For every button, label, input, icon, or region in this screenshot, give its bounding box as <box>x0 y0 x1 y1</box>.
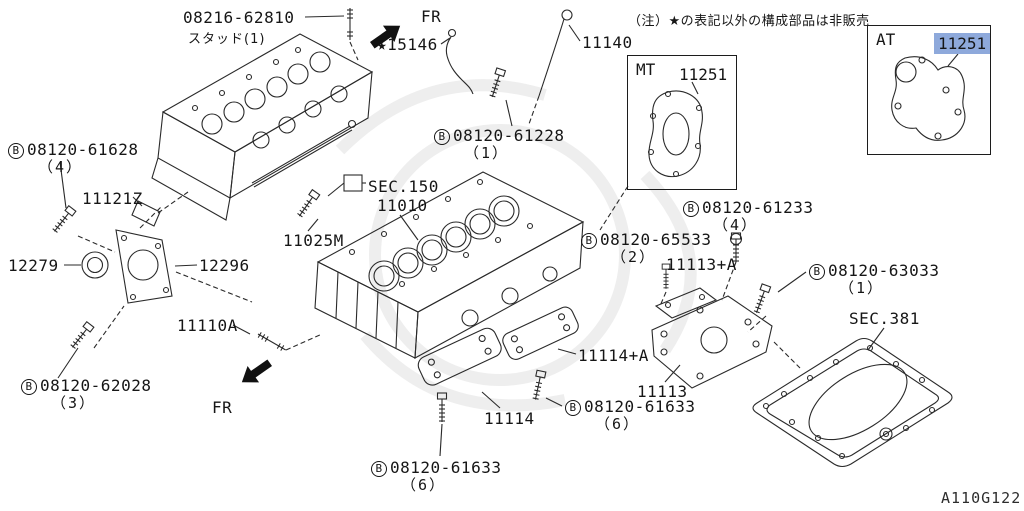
engine-mount-plate-11113-art <box>651 295 773 389</box>
mt-title: MT <box>636 60 656 79</box>
diagram-code: A110G122 <box>941 489 1022 507</box>
b-prefix-icon: B <box>683 200 699 217</box>
part-number: 08120-61228 <box>453 126 565 145</box>
oil-pan-art <box>752 337 953 468</box>
part-label-12296[interactable]: 12296 <box>199 256 250 275</box>
dashed-lines <box>77 41 801 369</box>
part-label-11140[interactable]: 11140 <box>582 33 633 52</box>
sec381-label[interactable]: SEC.381 <box>849 309 920 328</box>
part-label-11113a[interactable]: 11113+A <box>666 255 737 274</box>
part-qty: （4） <box>38 158 84 177</box>
part-label-11121z[interactable]: 11121Z <box>82 189 143 208</box>
part-qty: （4） <box>713 216 759 235</box>
b-prefix-icon: B <box>581 232 597 249</box>
part-label-11113[interactable]: 11113 <box>637 382 688 401</box>
mt-inset-box: MT 11251 <box>627 55 737 190</box>
b-prefix-icon: B <box>565 399 581 416</box>
sec150-label[interactable]: SEC.150 <box>368 177 439 196</box>
at-inset-box: AT 11251 <box>867 25 991 155</box>
part-number: 08120-63033 <box>828 261 940 280</box>
background-watermark <box>335 79 697 412</box>
part-label-11025m[interactable]: 11025M <box>283 231 344 250</box>
fr-label-top: FR <box>421 7 442 26</box>
fr-label-bottom: FR <box>212 398 233 417</box>
part-qty: （3） <box>51 394 97 413</box>
part-label-11114[interactable]: 11114 <box>484 409 535 428</box>
fr-arrow-bottom-icon <box>236 354 276 391</box>
b-prefix-icon: B <box>8 142 24 159</box>
b-prefix-icon: B <box>21 378 37 395</box>
sec150-bracket-art <box>327 174 366 197</box>
part-number: 08120-65533 <box>600 230 712 249</box>
stud-note-label: スタッド(1) <box>188 32 266 47</box>
part-qty: （2） <box>611 248 657 267</box>
baffle-plate-11114a-art <box>502 306 579 360</box>
bolt-art <box>50 7 772 423</box>
part-label-11251-mt[interactable]: 11251 <box>679 65 728 84</box>
part-label-12279[interactable]: 12279 <box>8 256 59 275</box>
cylinder-head-art <box>151 33 374 221</box>
part-label-11110a[interactable]: 11110A <box>177 316 238 335</box>
part-number: 08120-61233 <box>702 198 814 217</box>
non-sale-note: （注）★の表記以外の構成部品は非販売 <box>628 14 870 29</box>
part-label-11251-at-highlighted[interactable]: 11251 <box>934 33 991 54</box>
mt-gasket-art <box>647 81 703 178</box>
breather-pipe-art <box>445 28 474 95</box>
part-number: 08120-61628 <box>27 140 139 159</box>
part-number: 08120-61633 <box>390 458 502 477</box>
part-number: 08120-62028 <box>40 376 152 395</box>
part-qty: （1） <box>464 144 510 163</box>
part-label-11114a[interactable]: 11114+A <box>578 346 649 365</box>
leader-lines <box>57 15 885 457</box>
dowel-11121z-art <box>131 200 161 227</box>
bracket-11113a-art <box>654 287 718 319</box>
part-number: 08120-61633 <box>584 397 696 416</box>
oil-level-gauge-art <box>538 9 573 97</box>
b-prefix-icon: B <box>809 263 825 280</box>
at-title: AT <box>876 30 896 49</box>
at-gasket-art <box>891 53 966 141</box>
part-label-15146[interactable]: ★15146 <box>377 35 438 54</box>
part-qty: （6） <box>401 476 447 495</box>
baffle-plate-11114-art <box>417 327 502 386</box>
part-qty: （6） <box>595 415 641 434</box>
b-prefix-icon: B <box>434 128 450 145</box>
part-qty: （1） <box>839 279 885 298</box>
front-oil-seal-art <box>81 251 109 279</box>
b-prefix-icon: B <box>371 460 387 477</box>
part-label-08216-62810[interactable]: 08216-62810 <box>183 8 295 27</box>
part-label-11010[interactable]: 11010 <box>377 196 428 215</box>
rear-plate-art <box>115 229 173 304</box>
cylinder-block-art <box>314 171 585 359</box>
